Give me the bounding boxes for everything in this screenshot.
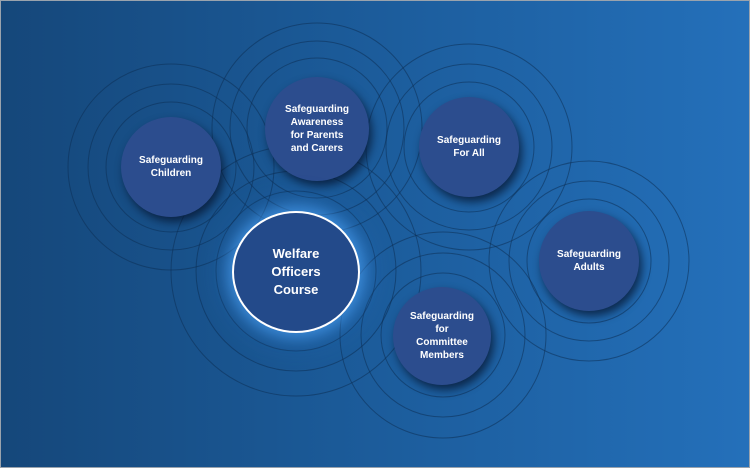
ring	[365, 43, 573, 251]
ring	[526, 198, 652, 324]
ring	[380, 272, 506, 398]
node-safeguarding-for-all[interactable]: Safeguarding For All	[419, 97, 519, 197]
node-welfare-officers-course[interactable]: Welfare Officers Course	[232, 211, 360, 333]
node-label: Safeguarding Children	[139, 155, 203, 179]
node-label: Safeguarding For All	[437, 135, 501, 159]
node-label: Safeguarding Awareness for Parents and C…	[285, 104, 349, 154]
node-label: Safeguarding for Committee Members	[410, 311, 474, 361]
ring	[360, 252, 526, 418]
ring	[105, 101, 237, 233]
node-label: Safeguarding Adults	[557, 249, 621, 273]
ring	[403, 81, 535, 213]
ring	[339, 231, 547, 439]
node-safeguarding-children[interactable]: Safeguarding Children	[121, 117, 221, 217]
ring	[87, 83, 255, 251]
ring	[215, 190, 377, 352]
node-label: Welfare Officers Course	[271, 246, 321, 297]
ring	[246, 57, 388, 199]
node-safeguarding-committee-members[interactable]: Safeguarding for Committee Members	[393, 287, 491, 385]
node-safeguarding-adults[interactable]: Safeguarding Adults	[539, 211, 639, 311]
ring	[488, 160, 690, 362]
ring	[385, 63, 553, 231]
ring	[508, 180, 670, 342]
node-safeguarding-awareness-parents-carers[interactable]: Safeguarding Awareness for Parents and C…	[265, 77, 369, 181]
